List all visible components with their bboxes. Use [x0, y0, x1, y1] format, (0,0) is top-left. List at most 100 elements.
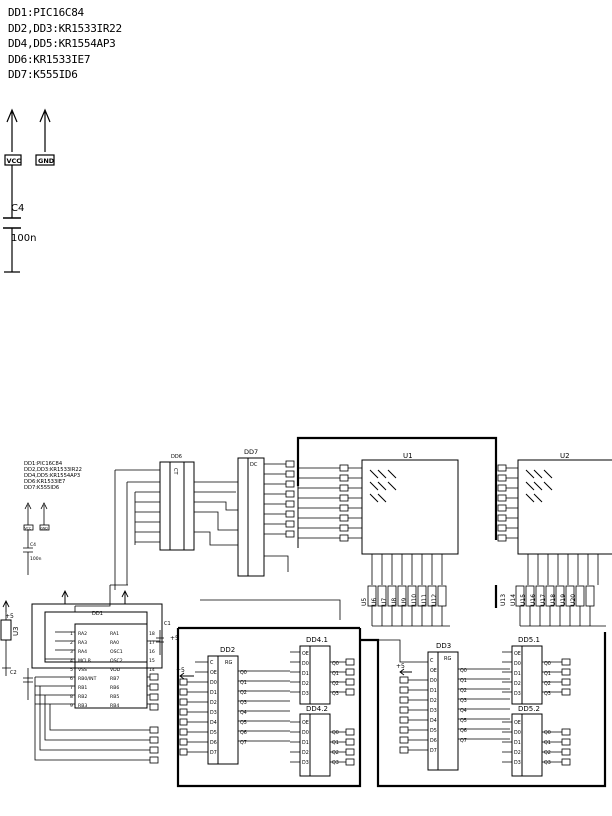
legend-line: DD7:K555ID6: [8, 68, 78, 81]
gnd-arrow-icon: [39, 108, 51, 152]
pin-name: C: [210, 660, 214, 666]
pin-name: Q0: [544, 661, 551, 667]
dd2-input-resistors: [179, 678, 188, 756]
pin-name: OE: [302, 651, 309, 657]
dd1-pin: OSC1: [110, 649, 123, 655]
pin-name: D3: [302, 760, 309, 766]
dd5-wiring: [502, 651, 566, 763]
pin-name: D2: [302, 681, 309, 687]
u2-matrix: [517, 459, 612, 555]
c4-wire: [4, 165, 20, 273]
legend-line: DD1:PIC16C84: [8, 6, 84, 19]
pin-name: OE: [210, 670, 217, 676]
u1-row-wires: [298, 467, 362, 539]
pin-name: Q1: [332, 740, 339, 746]
pin-name: Q0: [460, 668, 467, 674]
dd6-label: DD6: [171, 454, 182, 460]
dd7-output-resistors: [285, 460, 295, 538]
led-resistor-label: U14: [510, 594, 517, 606]
led-resistor-label: U8: [391, 598, 398, 606]
dd1-pin: RB0/INT: [78, 676, 97, 682]
dd1-pin: RB5: [110, 694, 119, 700]
dd1-pin: RA3: [78, 640, 87, 646]
pin-name: Q2: [332, 750, 339, 756]
pin-name: Q7: [240, 740, 247, 746]
pin-number: 17: [149, 640, 155, 646]
dd1-pin: RB4: [110, 703, 119, 709]
dd1-pin: RB2: [78, 694, 87, 700]
mini-legend-line: DD6:KR1533IE7: [24, 479, 65, 485]
vcc-label: VCC: [7, 157, 22, 165]
dd3-wiring: [200, 599, 510, 751]
pin-name: D2: [514, 750, 521, 756]
dd1-wiring: [2, 594, 164, 761]
u3-crystal: [0, 619, 12, 641]
plus5-label: +5: [5, 613, 14, 620]
pin-name: D3: [514, 760, 521, 766]
vcc-box: [4, 154, 22, 166]
dd1-pin: RA0: [110, 640, 119, 646]
mini-legend-line: DD4,DD5:KR1554AP3: [24, 473, 80, 479]
pin-name: Q5: [240, 720, 247, 726]
u2-led-resistors: [515, 585, 595, 607]
arrow-icon: [179, 672, 194, 680]
u1-column-wires: [371, 554, 450, 627]
pin-name: D4: [210, 720, 217, 726]
pin-name: D2: [210, 700, 217, 706]
pin-number: 9: [70, 703, 73, 709]
led-resistor-label: U13: [500, 594, 507, 606]
c4-value: 100n: [11, 233, 36, 244]
led-resistor-label: U6: [371, 598, 378, 606]
gnd-box: [35, 154, 55, 166]
pin-name: Q5: [460, 718, 467, 724]
led-resistor-label: U20: [570, 594, 577, 606]
pin-number: 18: [149, 631, 155, 637]
led-resistor-label: U18: [550, 594, 557, 606]
dd5-1-chip: [511, 645, 543, 705]
led-resistor-label: U7: [381, 598, 388, 606]
dd2-chip: [207, 655, 239, 765]
mini-legend: DD1:PIC16C84 DD2,DD3:KR1533IR22 DD4,DD5:…: [24, 461, 82, 491]
pin-name: Q2: [332, 681, 339, 687]
component-legend: DD1:PIC16C84 DD2,DD3:KR1533IR22 DD4,DD5:…: [8, 5, 122, 83]
u2-row-resistors: [497, 464, 507, 542]
pin-name: D1: [210, 690, 217, 696]
dd1-label: DD1: [92, 611, 103, 617]
pin-name: Q0: [240, 670, 247, 676]
dd2-left-pins: C OE D0 D1 D2 D3 D4 D5 D6 D7: [210, 660, 217, 756]
pin-name: Q2: [460, 688, 467, 694]
u1-matrix: [361, 459, 459, 555]
pin-name: Q3: [240, 700, 247, 706]
led-resistor-label: U11: [421, 594, 428, 606]
pin-name: OE: [430, 668, 437, 674]
mini-gnd-label: GND: [41, 526, 49, 530]
u1-led-resistors: [367, 585, 447, 607]
dd3-left-pins: C OE D0 D1 D2 D3 D4 D5 D6 D7: [430, 658, 437, 754]
pin-name: Q1: [460, 678, 467, 684]
dd4-1-chip: [299, 645, 331, 705]
legend-line: DD6:KR1533IE7: [8, 52, 91, 66]
dd1-pin-names: RA2 RA3 RA4 MCLR VSS RB0/INT RB1 RB2 RB3…: [78, 631, 123, 709]
led-resistor-label: U5: [361, 598, 368, 606]
dd3-right-pins: Q0 Q1 Q2 Q3 Q4 Q5 Q6 Q7: [460, 668, 467, 744]
pin-name: D6: [430, 738, 437, 744]
dd4-2-label: DD4.2: [306, 705, 328, 713]
pin-name: D0: [302, 730, 309, 736]
c4-capacitor-icon: [3, 217, 21, 229]
pin-name: OE: [514, 651, 521, 657]
u2-column-wires: [519, 554, 606, 627]
pin-name: Q2: [240, 690, 247, 696]
plus5-label: +5: [170, 635, 179, 642]
pin-name: D5: [430, 728, 437, 734]
dd1-pin: RA4: [78, 649, 87, 655]
pin-name: D3: [430, 708, 437, 714]
dd5-1-label: DD5.1: [518, 636, 540, 644]
dd7-chip: [237, 457, 265, 577]
dd3-function: RG: [444, 656, 451, 662]
pin-number: 7: [70, 685, 73, 691]
pin-name: D5: [210, 730, 217, 736]
mini-c4-label: C4: [30, 542, 36, 548]
pin-name: C: [430, 658, 434, 664]
dd1-pin: RA1: [110, 631, 119, 637]
dd2-label: DD2: [220, 646, 235, 654]
